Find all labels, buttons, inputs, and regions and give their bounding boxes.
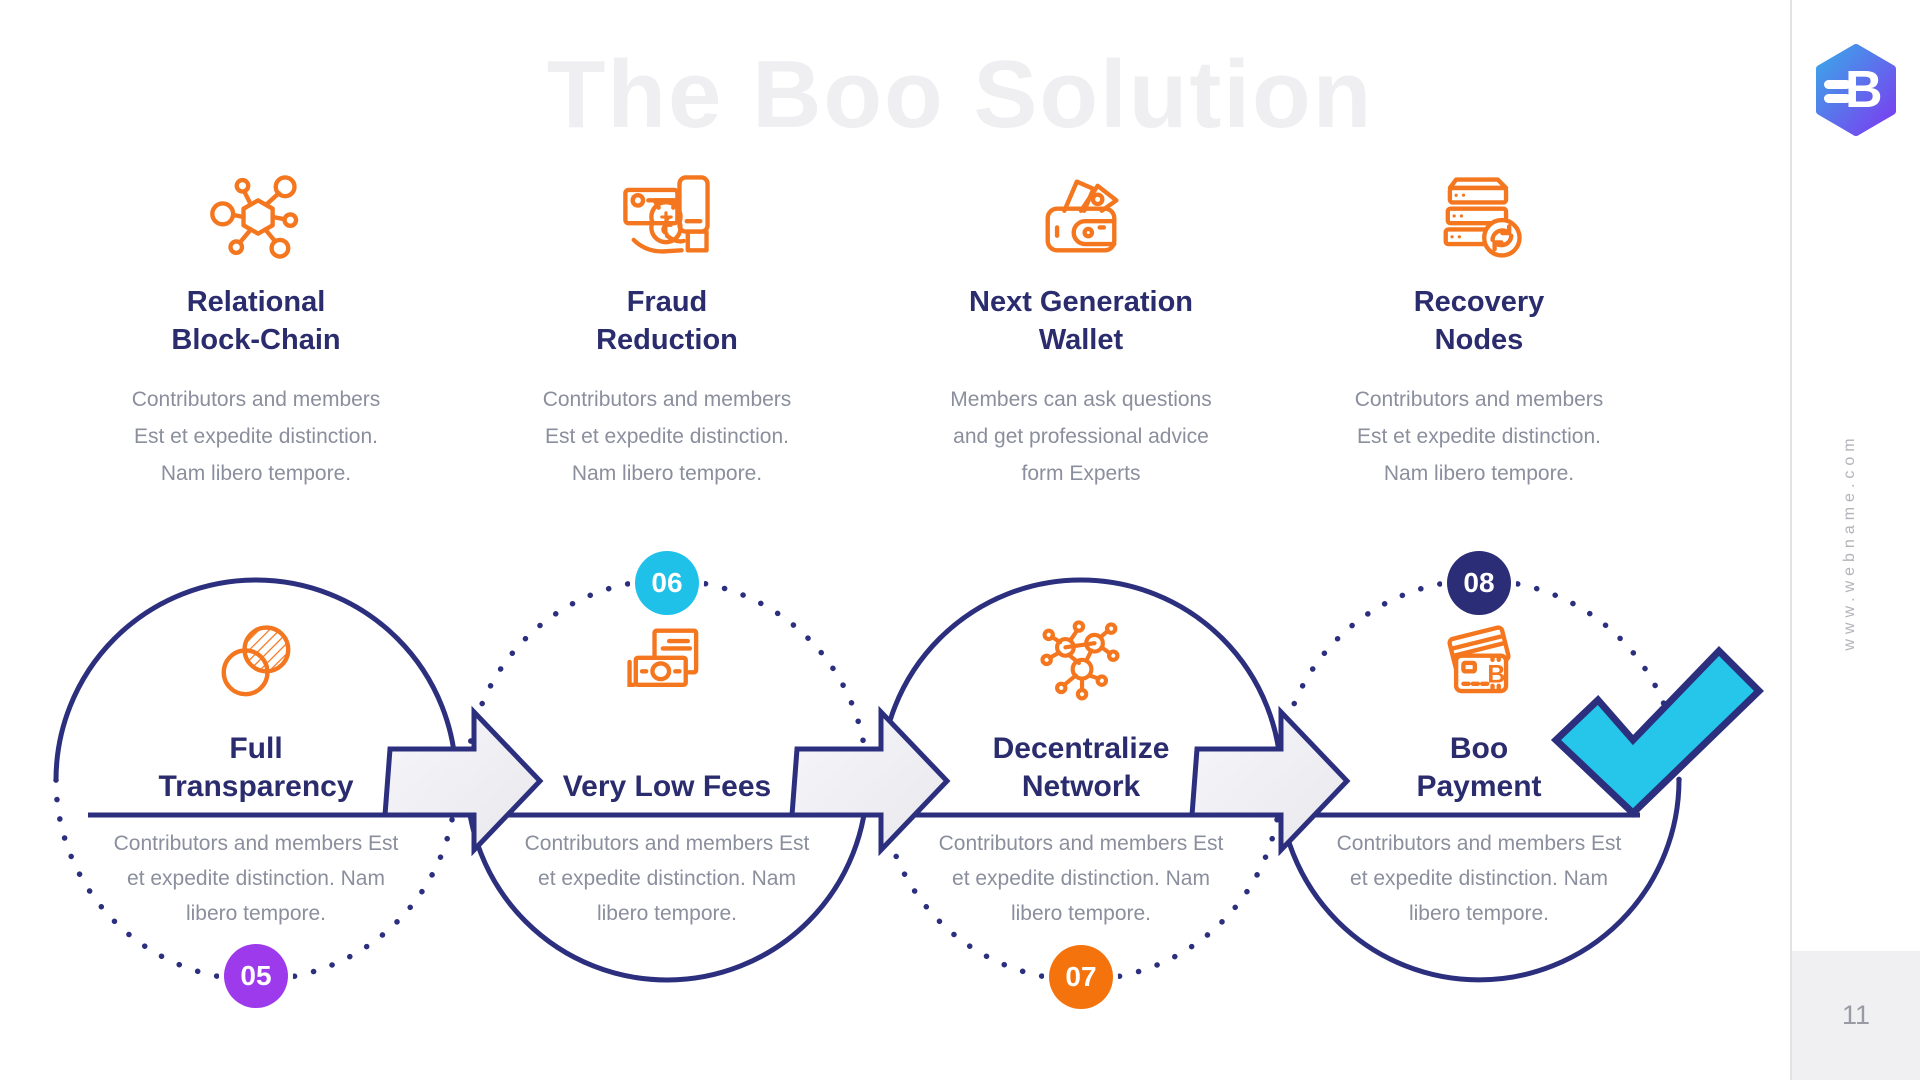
banknotes-icon xyxy=(615,612,719,716)
logo-hexagon xyxy=(1816,44,1896,136)
transparency-circles-icon xyxy=(204,612,308,716)
network-nodes-icon xyxy=(1029,612,1133,716)
slide-title-watermark: The Boo Solution xyxy=(546,41,1374,148)
arrow-right-icon xyxy=(1189,705,1351,857)
step-number-badge: 08 xyxy=(1447,551,1511,615)
fraud-reduction-icon xyxy=(615,165,719,269)
page-number: 11 xyxy=(1841,1000,1871,1030)
crypto-cards-icon: B xyxy=(1427,612,1531,716)
sidebar-footer: 11 xyxy=(1792,951,1920,1080)
step-number-badge: 06 xyxy=(635,551,699,615)
process-arrows xyxy=(382,705,1351,857)
arrow-right-icon xyxy=(789,705,951,857)
step-number-badge: 07 xyxy=(1049,945,1113,1009)
next-gen-wallet-icon xyxy=(1029,165,1133,269)
blockchain-molecule-icon xyxy=(204,165,308,269)
checkmark-icon xyxy=(1550,646,1764,818)
logo-letter: B xyxy=(1845,61,1883,119)
step-title: Very Low Fees xyxy=(562,770,772,803)
recovery-nodes-icon xyxy=(1427,165,1531,269)
website-url: www.webname.com xyxy=(1841,433,1858,651)
arrow-right-icon xyxy=(382,705,544,857)
step-number-badge: 05 xyxy=(224,944,288,1008)
brand-logo: B xyxy=(1812,44,1900,136)
svg-text:B: B xyxy=(1487,661,1505,689)
sidebar-divider xyxy=(1790,0,1792,1080)
